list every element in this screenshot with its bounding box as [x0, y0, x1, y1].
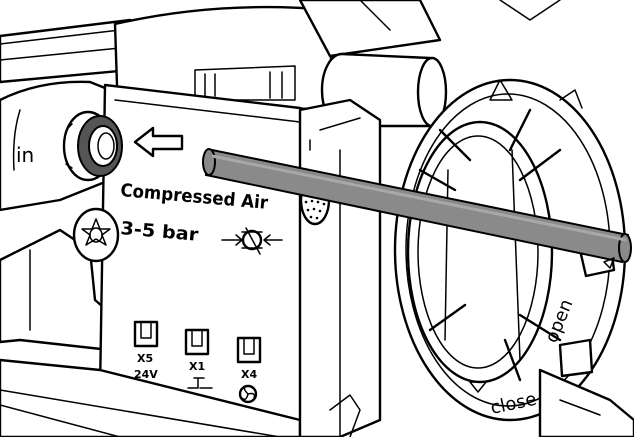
screw-head-icon — [72, 207, 120, 263]
x5-label: X5 — [137, 352, 153, 365]
top-pipe — [0, 18, 132, 84]
switch-symbol-icon — [187, 377, 213, 389]
inlet-label: in — [16, 143, 34, 167]
x4-label: X4 — [241, 368, 257, 381]
connector-x5-icon — [133, 320, 159, 348]
valve-symbol-icon — [221, 227, 283, 255]
connector-x1-icon — [184, 328, 210, 356]
x5-voltage-label: 24V — [134, 368, 158, 381]
side-housing — [298, 98, 382, 437]
open-arrow-icon — [603, 257, 615, 269]
fan-icon — [238, 384, 258, 404]
inlet-port — [62, 110, 123, 182]
collar-ring — [393, 78, 627, 422]
x1-label: X1 — [189, 360, 205, 373]
close-arrow-icon — [469, 381, 487, 393]
grey-rod — [202, 148, 632, 264]
connector-x4-icon — [236, 336, 262, 364]
top-cylinder — [113, 0, 448, 128]
arrow-left-icon — [133, 126, 184, 158]
